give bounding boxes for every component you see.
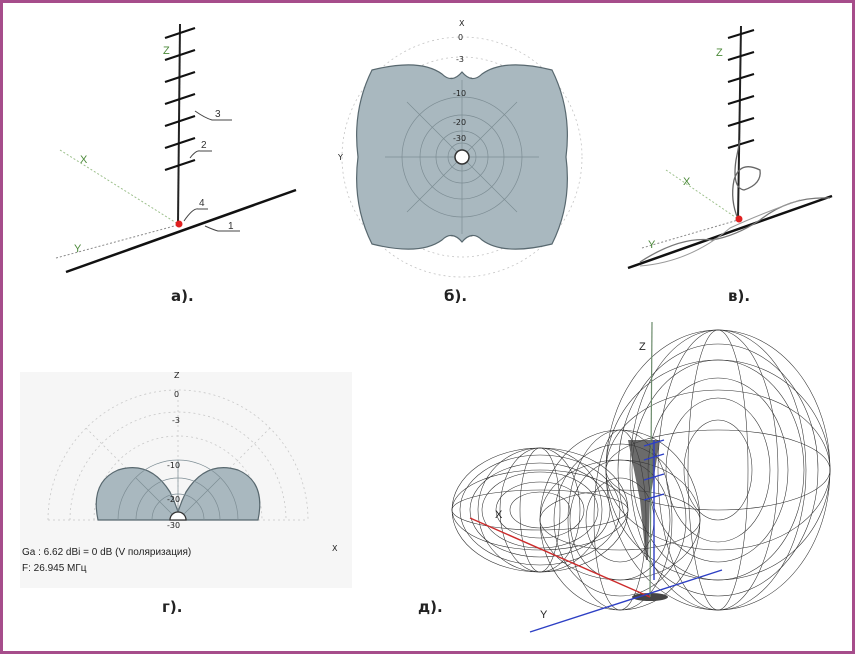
panel-d-mesh-middle [539,429,701,611]
panel-g-ring-20: -20 [167,495,180,504]
panel-b-caption: б). [444,287,467,305]
panel-g-ring-0: 0 [174,390,179,399]
panel-d-mesh-left [451,447,629,573]
panel-v-ground-wire [627,194,833,270]
panel-a-ground-wire [65,188,297,274]
panel-d-caption: д). [418,598,443,616]
panel-g-z-label: Z [174,371,180,380]
panel-b-ring-0: 0 [458,33,463,42]
panel-a-callout-2: 2 [201,140,207,151]
panel-a-elements [164,26,196,172]
panel-v-elements [727,28,755,150]
panel-d-z-axis [649,321,653,598]
panel-b-ring-10: -10 [453,89,466,98]
panel-a-feed-point [175,220,183,228]
panel-a-caption: а). [171,287,194,305]
panel-v-current-distribution: Z X Y в). [627,25,833,305]
panel-v-feed-point [735,215,743,223]
panel-a-callout-4: 4 [199,198,205,209]
panel-d-y-axis [529,569,723,633]
panel-g-vertical-pattern: Z 0 -3 -10 -20 -30 X Ga : 6.62 dBi = 0 d… [20,371,352,616]
panel-d-mesh-right [605,329,831,611]
panel-g-center [169,511,187,521]
panel-b-ring-20: -20 [453,118,466,127]
panel-g-freq-text: F: 26.945 МГц [22,563,87,574]
panel-a-z-label: Z [163,45,170,57]
panel-a-x-axis [59,149,179,225]
panel-g-ring-30: -30 [167,521,180,530]
panel-a-x-label: X [80,154,88,166]
panel-g-ring-3: -3 [172,416,180,425]
panel-d-x-label: X [495,509,503,521]
panel-v-current-curve-mast [732,139,761,220]
panel-a-callout-1: 1 [228,221,234,232]
panel-a-mast [177,23,181,225]
panel-d-y-label: Y [540,609,548,621]
panel-g-gain-text: Ga : 6.62 dBi = 0 dB (V поляризация) [22,547,191,558]
panel-g-x-label: X [332,544,338,553]
panel-b-y-label: Y [337,153,343,162]
panel-v-y-axis [641,219,739,249]
panel-g-background [20,372,352,588]
panel-g-caption: г). [162,598,182,616]
panel-b-ring-3: -3 [456,55,464,64]
panel-g-inner-grid [117,459,239,521]
panel-v-caption: в). [728,287,750,305]
panel-a-antenna-sketch: 3 2 4 1 Z X Y а). [55,23,297,305]
panel-b-horizontal-pattern: X 0 -3 -10 -20 -30 Y б). [337,19,583,305]
panel-v-x-axis [665,169,739,220]
panel-a-y-label: Y [74,243,82,255]
panel-d-x-axis [469,517,651,598]
panel-v-y-label: Y [648,239,656,251]
panel-v-current-curve-ground-2 [639,199,801,267]
panel-d-z-label: Z [639,341,646,353]
panel-b-ring-30: -30 [453,134,466,143]
panel-a-y-axis [55,224,179,259]
panel-v-x-label: X [683,176,691,188]
panel-a-callout-3: 3 [215,109,221,120]
panel-v-z-label: Z [716,47,723,59]
panel-d-feeder [643,439,665,580]
panel-a-callouts [183,110,240,232]
panel-b-center [454,149,470,165]
panel-b-x-label: X [459,19,465,28]
panel-d-3d-pattern: Z X Y д). [418,321,831,633]
panel-g-ring-10: -10 [167,461,180,470]
